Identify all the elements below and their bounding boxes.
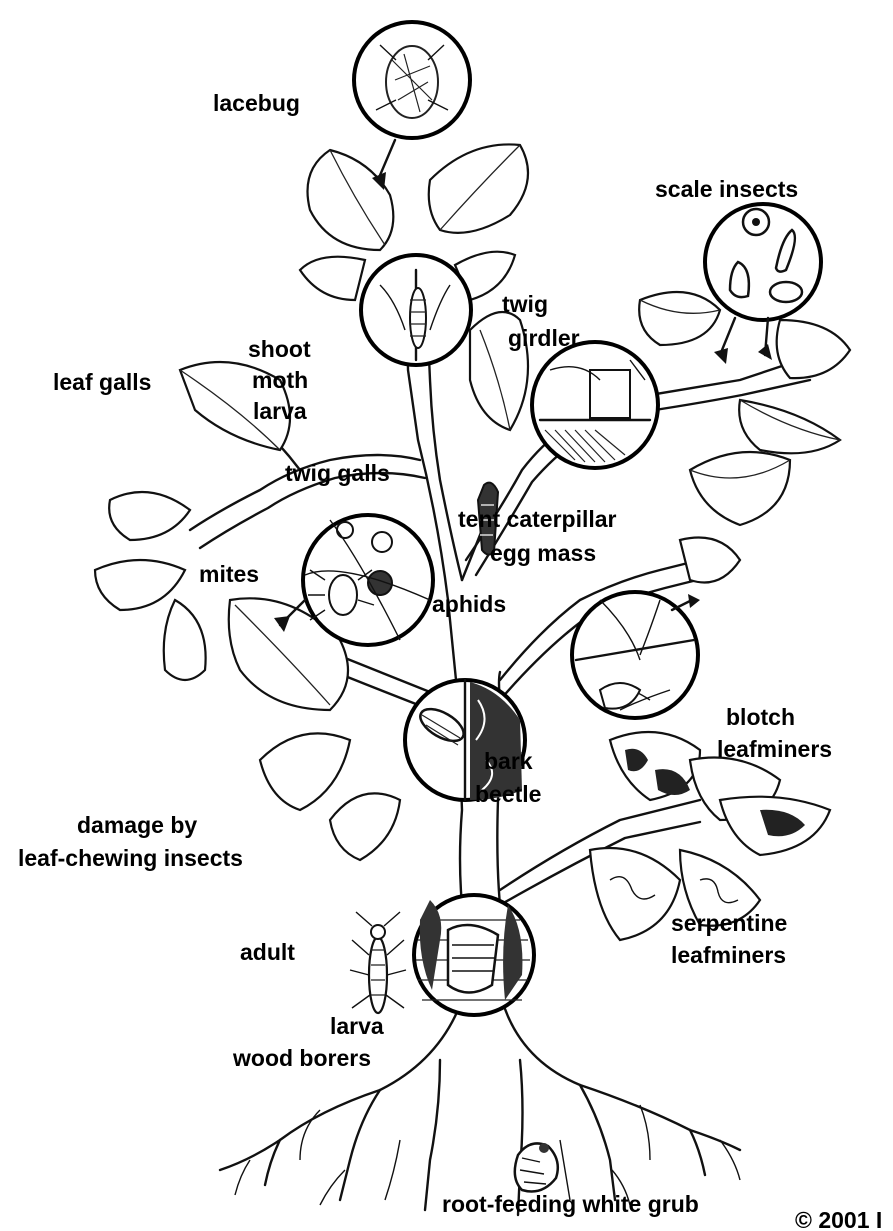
label-twig-girdler-line1: twig xyxy=(502,291,548,317)
label-tent-caterpillar-line2: egg mass xyxy=(490,540,596,566)
label-root-grub: root-feeding white grub xyxy=(442,1191,699,1217)
white-grub-insect xyxy=(515,1143,558,1192)
label-damage-line1: damage by xyxy=(77,812,197,838)
label-lacebug: lacebug xyxy=(213,90,300,116)
label-tent-caterpillar-line1: tent caterpillar xyxy=(458,506,617,532)
tree-roots xyxy=(220,1000,740,1215)
label-shoot-moth-line2: moth xyxy=(252,367,308,393)
blotch-leafminer-circle xyxy=(572,592,700,718)
label-serpentine-line1: serpentine xyxy=(671,910,787,936)
label-shoot-moth-line1: shoot xyxy=(248,336,311,362)
label-copyright: © 2001 I xyxy=(795,1207,882,1231)
wood-borer-adult-insect xyxy=(350,912,406,1013)
label-adult: adult xyxy=(240,939,295,965)
label-bark-beetle-line1: bark xyxy=(484,748,533,774)
label-mites: mites xyxy=(199,561,259,587)
label-twig-galls: twig galls xyxy=(285,460,390,486)
label-damage-line2: leaf-chewing insects xyxy=(18,845,243,871)
label-wood-borers: wood borers xyxy=(232,1045,371,1071)
twig-girdler-circle xyxy=(532,342,658,468)
label-blotch-line2: leafminers xyxy=(717,736,832,762)
label-serpentine-line2: leafminers xyxy=(671,942,786,968)
label-twig-girdler-line2: girdler xyxy=(508,325,580,351)
label-blotch-line1: blotch xyxy=(726,704,795,730)
label-scale-insects: scale insects xyxy=(655,176,798,202)
shoot-moth-circle xyxy=(361,255,471,365)
label-aphids: aphids xyxy=(432,591,506,617)
label-larva: larva xyxy=(330,1013,384,1039)
label-bark-beetle-line2: beetle xyxy=(475,781,541,807)
wood-borer-circle xyxy=(414,895,534,1015)
label-shoot-moth-line3: larva xyxy=(253,398,307,424)
label-leaf-galls: leaf galls xyxy=(53,369,151,395)
